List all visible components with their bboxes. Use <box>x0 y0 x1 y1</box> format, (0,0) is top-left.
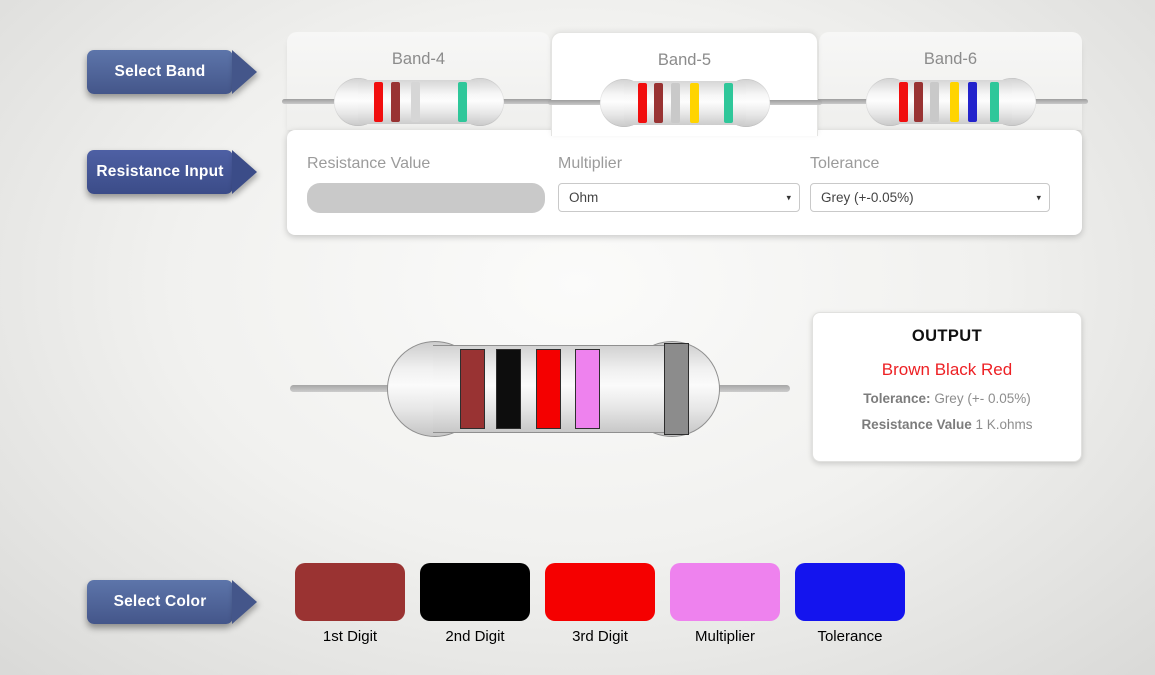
main-resistor-image <box>387 341 720 437</box>
swatch-1st-digit[interactable] <box>295 563 405 621</box>
color-band <box>653 83 663 123</box>
ribbon-arrow-icon <box>232 580 257 624</box>
output-title: OUTPUT <box>911 327 983 345</box>
ribbon-arrow-icon <box>232 50 257 94</box>
tab-band-4-label: Band-4 <box>391 50 446 68</box>
output-card: OUTPUT Brown Black Red Tolerance: Grey (… <box>812 312 1082 462</box>
color-band <box>373 82 383 122</box>
color-band <box>457 82 467 122</box>
swatch-multiplier[interactable] <box>670 563 780 621</box>
swatch-label-1st-digit: 1st Digit <box>322 628 378 645</box>
select-band-ribbon: Select Band <box>87 50 257 94</box>
color-band <box>689 83 699 123</box>
resistance-value-label: Resistance Value <box>307 155 431 172</box>
output-resistance-value: 1 K.ohms <box>971 417 1033 432</box>
caret-down-icon: ▾ <box>1036 192 1041 202</box>
swatch-label-multiplier: Multiplier <box>694 628 755 645</box>
output-tolerance-value: Grey (+- 0.05%) <box>930 391 1031 406</box>
swatch-3rd-digit[interactable] <box>545 563 655 621</box>
color-band <box>967 82 977 122</box>
output-color-names: Brown Black Red <box>881 360 1013 379</box>
tolerance-select[interactable]: Grey (+-0.05%) ▾ <box>810 183 1050 212</box>
tolerance-label: Tolerance <box>810 155 880 172</box>
swatch-tolerance[interactable] <box>795 563 905 621</box>
multiplier-selected-value: Ohm <box>569 190 599 205</box>
color-band <box>410 82 420 122</box>
swatch-label-tolerance: Tolerance <box>817 628 883 645</box>
tab-band-5[interactable]: Band-5 <box>547 32 822 136</box>
swatch-label-2nd-digit: 2nd Digit <box>445 628 505 645</box>
select-band-label: Select Band <box>114 63 206 80</box>
multiplier-select[interactable]: Ohm ▾ <box>558 183 800 212</box>
tab-band-5-label: Band-5 <box>657 51 712 69</box>
band-4-resistor-image <box>281 78 556 126</box>
color-band <box>723 83 733 123</box>
resistance-input-ribbon: Resistance Input <box>87 150 257 194</box>
tolerance-selected-value: Grey (+-0.05%) <box>821 190 914 205</box>
swatch-2nd-digit[interactable] <box>420 563 530 621</box>
tab-band-4[interactable]: Band-4 <box>281 32 556 130</box>
band-tolerance[interactable] <box>664 343 689 435</box>
color-band <box>913 82 923 122</box>
caret-down-icon: ▾ <box>786 192 791 202</box>
band-multiplier[interactable] <box>575 349 600 429</box>
band-2nd-digit[interactable] <box>496 349 521 429</box>
multiplier-label: Multiplier <box>558 155 623 172</box>
resistance-input-label: Resistance Input <box>96 163 224 180</box>
color-band <box>898 82 908 122</box>
band-6-resistor-image <box>813 78 1088 126</box>
tab-band-6[interactable]: Band-6 <box>813 32 1088 130</box>
color-band <box>929 82 939 122</box>
color-band <box>637 83 647 123</box>
color-band <box>390 82 400 122</box>
band-5-resistor-image <box>547 79 822 127</box>
select-color-label: Select Color <box>113 593 207 610</box>
output-tolerance-line: Tolerance: Grey (+- 0.05%) <box>813 391 1081 406</box>
output-resistance-label: Resistance Value <box>861 417 972 432</box>
band-1st-digit[interactable] <box>460 349 485 429</box>
resistance-value-input[interactable] <box>307 183 545 213</box>
color-band <box>670 83 680 123</box>
resistance-input-panel: Resistance Value Multiplier Ohm ▾ Tolera… <box>287 130 1082 235</box>
select-color-ribbon: Select Color <box>87 580 257 624</box>
color-band <box>989 82 999 122</box>
output-tolerance-label: Tolerance: <box>863 391 931 406</box>
band-3rd-digit[interactable] <box>536 349 561 429</box>
ribbon-arrow-icon <box>232 150 257 194</box>
tab-band-6-label: Band-6 <box>923 50 978 68</box>
output-resistance-line: Resistance Value 1 K.ohms <box>813 417 1081 432</box>
swatch-label-3rd-digit: 3rd Digit <box>572 628 628 645</box>
color-band <box>949 82 959 122</box>
